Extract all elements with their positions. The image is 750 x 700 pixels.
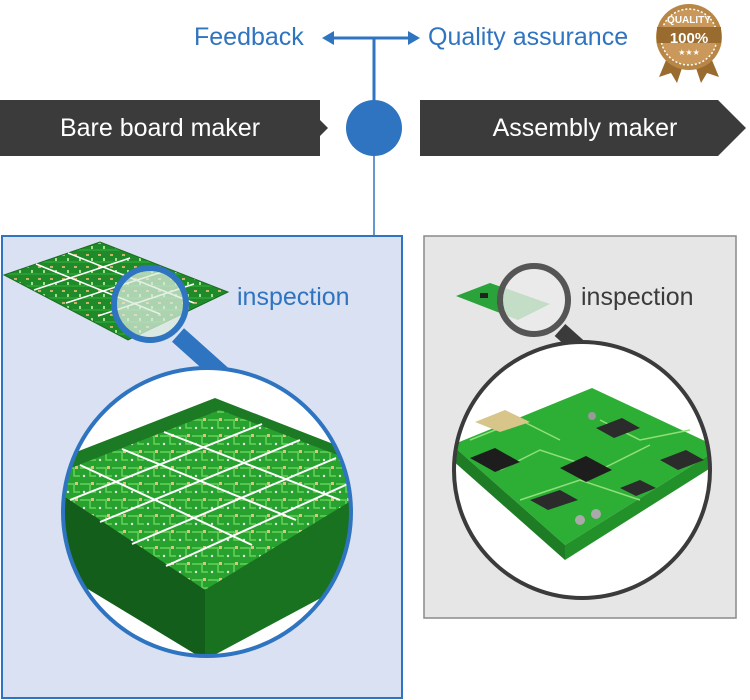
- seal-percent: 100%: [669, 30, 709, 47]
- left-inspection-label: inspection: [237, 283, 350, 311]
- node-circle: [346, 100, 402, 156]
- seal-text: QUALITY: [667, 15, 711, 26]
- bare-board-maker-label: Bare board maker: [0, 100, 320, 156]
- feedback-label: Feedback: [194, 23, 304, 51]
- quality-seal-icon: [656, 4, 722, 83]
- seal-stars: ★★★: [678, 48, 700, 57]
- assembly-maker-label: Assembly maker: [492, 114, 678, 142]
- quality-assurance-label: Quality assurance: [428, 23, 629, 51]
- stage-arrow-assembly: [420, 100, 746, 156]
- right-inspection-label: inspection: [581, 283, 694, 311]
